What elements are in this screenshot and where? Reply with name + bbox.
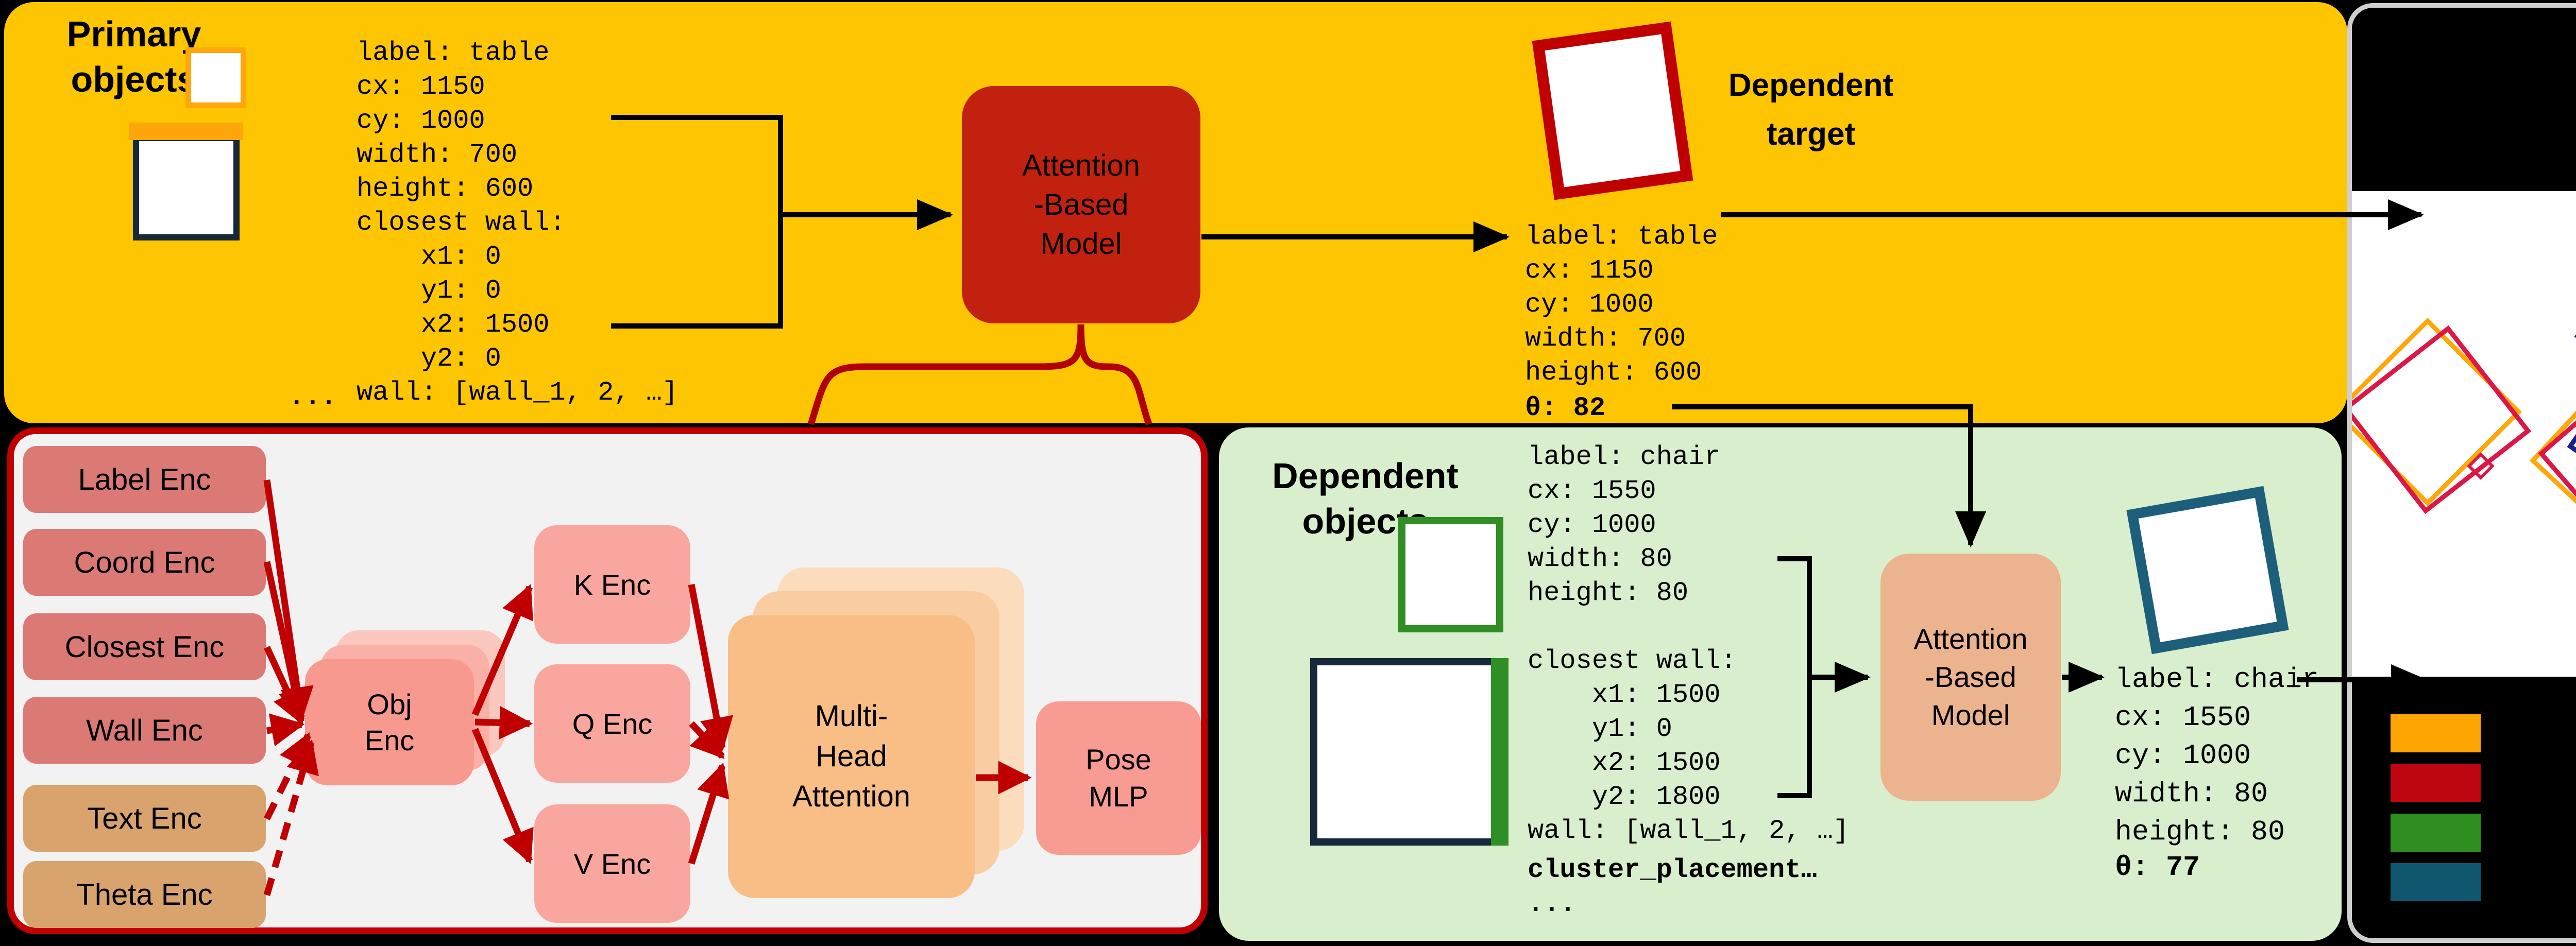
cluster-placement-line: cluster_placement… <box>1528 855 1817 885</box>
legend-swatch-teal-output <box>2391 863 2481 901</box>
obj-encoder: Obj Enc <box>305 659 474 785</box>
primary-ellipsis: ... <box>289 382 337 412</box>
label-encoder: Label Enc <box>23 446 266 513</box>
primary-objects-title: Primary objects <box>66 14 201 99</box>
multi-head-attention: Multi- Head Attention <box>728 615 975 898</box>
target-theta-line: θ: 82 <box>1525 393 1606 423</box>
dependent-objects-title: Dependent objects <box>1272 456 1459 541</box>
pose-mlp: Pose MLP <box>1036 701 1201 855</box>
output-theta-line: θ: 77 <box>2115 851 2200 884</box>
wall-encoder: Wall Enc <box>23 697 266 764</box>
dependent-code-block: label: chair cx: 1550 cy: 1000 width: 80… <box>1528 442 1850 846</box>
primary-object-large-rect-top-bar <box>129 123 243 140</box>
primary-object-large-rect <box>133 135 240 240</box>
legend-swatch-orange-primary <box>2391 714 2481 752</box>
k-encoder: K Enc <box>534 525 690 644</box>
dependent-ellipsis: ... <box>1528 889 1576 919</box>
room-floorplan-canvas <box>2352 191 2576 677</box>
dependent-object-large-rect-side-bar <box>1491 658 1509 846</box>
attention-based-model-2: Attention -Based Model <box>1880 554 2061 801</box>
legend-swatch-green-dependent <box>2391 814 2481 852</box>
attention-based-model-1: Attention -Based Model <box>962 86 1200 323</box>
text-encoder: Text Enc <box>23 785 266 852</box>
target-code-block: label: table cx: 1150 cy: 1000 width: 70… <box>1525 221 1718 388</box>
primary-code-block: label: table cx: 1150 cy: 1000 width: 70… <box>357 38 679 408</box>
v-encoder: V Enc <box>534 804 690 923</box>
closest-encoder: Closest Enc <box>23 613 266 680</box>
primary-object-small-square <box>185 47 246 108</box>
dependent-object-small-square <box>1398 517 1503 632</box>
theta-encoder: Theta Enc <box>23 861 266 928</box>
dependent-target-label: Dependent target <box>1728 67 1894 152</box>
legend-swatch-red-target <box>2391 764 2481 802</box>
coord-encoder: Coord Enc <box>23 529 266 596</box>
output-code-block: label: chair cx: 1550 cy: 1000 width: 80… <box>2115 663 2319 848</box>
dependent-object-large-rect <box>1310 658 1507 846</box>
q-encoder: Q Enc <box>534 664 690 783</box>
